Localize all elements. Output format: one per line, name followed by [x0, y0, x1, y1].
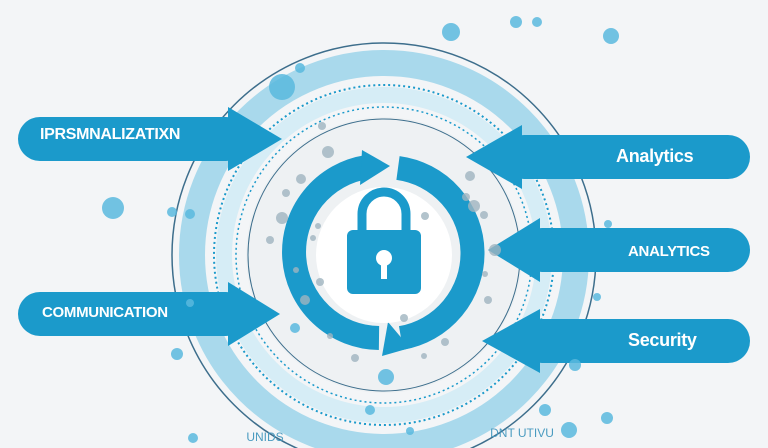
arrows-layer — [18, 107, 750, 373]
decor-dot — [510, 16, 522, 28]
decor-dot — [315, 223, 321, 229]
decor-dot — [293, 267, 299, 273]
bottom-text-right: DNT UTIVU — [490, 426, 554, 440]
decor-dot — [400, 314, 408, 322]
decor-dot — [171, 348, 183, 360]
decor-dot — [327, 333, 333, 339]
decor-dot — [322, 146, 334, 158]
decor-dot — [468, 200, 480, 212]
decor-dot — [593, 293, 601, 301]
decor-dot — [102, 197, 124, 219]
cycle-arc-right — [396, 156, 485, 350]
decor-dot — [465, 171, 475, 181]
arrow-analytics-caps — [488, 218, 750, 282]
arrow-personalization — [18, 107, 282, 171]
decor-dot — [310, 235, 316, 241]
decor-dot — [290, 323, 300, 333]
decor-dot — [532, 17, 542, 27]
decor-dot — [569, 359, 581, 371]
decor-dot — [406, 427, 414, 435]
decor-dot — [378, 369, 394, 385]
decor-dot — [365, 405, 375, 415]
decor-dot — [296, 174, 306, 184]
arrow-label-security: Security — [628, 330, 697, 350]
decor-dot — [539, 404, 551, 416]
decor-dot — [561, 422, 577, 438]
cycle-arrowhead-bottom — [382, 322, 410, 356]
arrow-label-analytics: Analytics — [616, 146, 694, 166]
decor-dot — [421, 212, 429, 220]
decor-dot — [421, 353, 427, 359]
arrow-label-communication: COMMUNICATION — [42, 304, 168, 321]
decor-dot — [318, 122, 326, 130]
decor-dot — [489, 244, 501, 256]
decor-dot — [185, 209, 195, 219]
decor-dot — [480, 211, 488, 219]
arrow-label-personalization: IPRSMNALIZATIXN — [40, 126, 181, 143]
decor-dot — [295, 63, 305, 73]
decor-dot — [266, 236, 274, 244]
decor-dot — [188, 433, 198, 443]
cycle-arrowhead-top — [360, 150, 390, 185]
decor-dot — [462, 193, 470, 201]
decor-dot — [484, 296, 492, 304]
decor-dot — [441, 338, 449, 346]
padlock-icon — [347, 187, 421, 294]
decor-dot — [269, 74, 295, 100]
decor-dot — [186, 299, 194, 307]
decor-dot — [601, 412, 613, 424]
arrow-security — [482, 309, 750, 373]
decor-dot — [603, 28, 619, 44]
decor-dot — [482, 271, 488, 277]
arrow-analytics — [466, 125, 750, 189]
decor-dot — [282, 189, 290, 197]
decor-dot — [300, 295, 310, 305]
cycle-arc-left — [282, 155, 380, 350]
arrow-label-analytics-caps: ANALYTICS — [628, 243, 710, 260]
decor-dot — [316, 278, 324, 286]
decor-dot — [351, 354, 359, 362]
decor-dot — [604, 220, 612, 228]
scattered-dots — [102, 16, 619, 443]
decor-dot — [442, 23, 460, 41]
decor-dot — [276, 212, 288, 224]
bottom-text-left: UNIDS — [246, 430, 283, 444]
decor-dot — [167, 207, 177, 217]
